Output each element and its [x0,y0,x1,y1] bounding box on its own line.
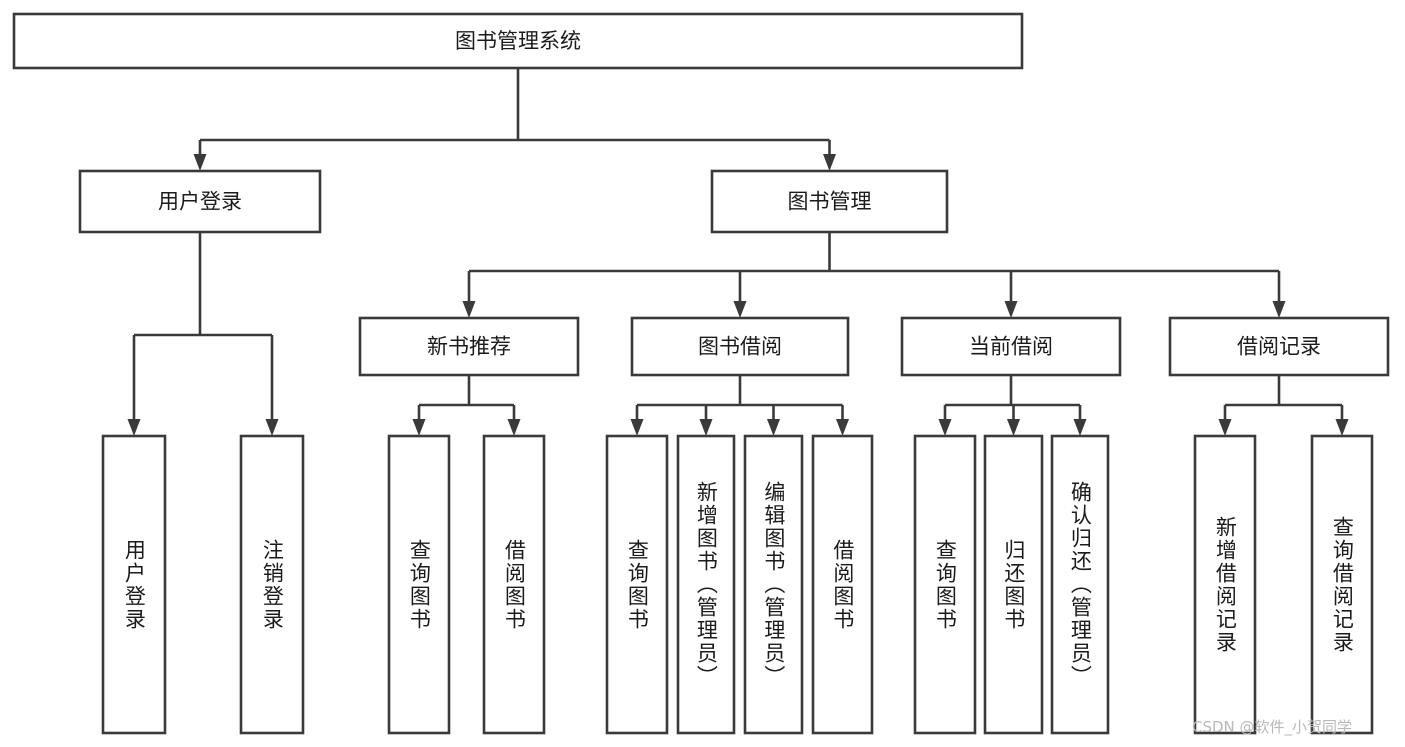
connector-layer [127,68,1349,436]
connector-arrowhead [1218,419,1232,436]
box-layer [12,12,1390,735]
node-label-图书管理: 图书管理 [788,190,872,214]
connector-arrowhead [630,419,644,436]
node-box-注销登录[interactable] [239,434,305,735]
node-box-借阅图书[interactable] [811,434,874,735]
node-box-用户登录[interactable] [78,169,322,234]
node-box-新增图书管理员[interactable] [676,434,736,735]
node-box-借阅记录[interactable] [1168,316,1390,377]
node-box-确认归还管理员[interactable] [1050,434,1110,735]
node-box-查询借阅记录[interactable] [1310,434,1374,735]
connector-arrowhead [193,154,207,171]
node-box-用户登录[interactable] [101,434,167,735]
node-box-图书管理系统[interactable] [12,12,1024,70]
connector-arrowhead [836,419,849,436]
connector-arrowhead [462,301,476,318]
node-label-图书管理系统: 图书管理系统 [455,29,581,53]
connector-arrowhead [1004,301,1018,318]
connector-arrowhead [127,419,141,436]
connector-arrowhead [507,419,521,436]
connector-arrowhead [733,301,747,318]
connector-arrowhead [699,419,713,436]
watermark-text: CSDN @软件_小贺同学 [1192,718,1353,736]
node-box-编辑图书管理员[interactable] [743,434,804,735]
node-box-新书推荐[interactable] [358,316,580,377]
node-box-借阅图书[interactable] [482,434,546,735]
connector-arrowhead [1007,419,1020,436]
node-box-新增借阅记录[interactable] [1193,434,1257,735]
node-label-当前借阅: 当前借阅 [969,335,1053,359]
node-label-用户登录: 用户登录 [158,190,242,214]
connector-arrowhead [938,419,952,436]
node-box-图书管理[interactable] [710,169,949,234]
connector-arrowhead [265,419,279,436]
connector-arrowhead [1335,419,1349,436]
connector-arrowhead [1272,301,1286,318]
node-box-归还图书[interactable] [983,434,1044,735]
connector-arrowhead [767,419,780,436]
node-label-图书借阅: 图书借阅 [698,335,782,359]
node-label-借阅记录: 借阅记录 [1237,335,1321,359]
node-box-查询图书[interactable] [605,434,669,735]
connector-arrowhead [412,419,426,436]
node-label-新书推荐: 新书推荐 [427,335,511,359]
node-box-当前借阅[interactable] [900,316,1122,377]
connector-arrowhead [1073,419,1087,436]
connector-arrowhead [823,154,836,171]
node-box-查询图书[interactable] [387,434,451,735]
node-box-查询图书[interactable] [913,434,977,735]
node-box-图书借阅[interactable] [630,316,850,377]
